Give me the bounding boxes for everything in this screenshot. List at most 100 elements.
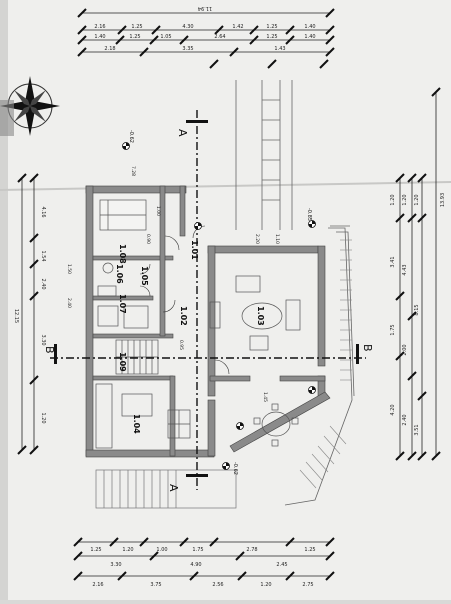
building-walls	[85, 185, 331, 458]
dims-left	[21, 178, 35, 450]
paper-shadow-left	[0, 0, 8, 600]
dim-left-r1-4: 1.20	[40, 412, 46, 423]
dim-right-c1-1: 3.41	[390, 256, 396, 267]
dim-bot-r1-1: 1.20	[122, 547, 133, 553]
section-marker-b-left: B	[43, 344, 57, 364]
dims-right-labels: 1.20 3.41 1.75 4.20 1.20 4.43 2.00 2.40 …	[390, 193, 446, 436]
dim-top-r3-1: 1.25	[129, 34, 140, 40]
dim-right-c4-0: 13.93	[440, 193, 446, 207]
dim-bot-r1-5: 1.25	[304, 547, 315, 553]
dim-bot-r3-1: 3.75	[150, 582, 161, 588]
dim-bot-r1-2: 1.00	[156, 547, 167, 553]
room-105-label: 1.05	[140, 266, 149, 286]
dim-bot-r1-0: 1.25	[90, 547, 101, 553]
dim-top-r2-5: 1.40	[304, 24, 315, 30]
elevation-bottom-label: -0.62	[232, 462, 238, 475]
section-marker-b-right: B	[356, 344, 374, 364]
room-107-label: 1.07	[118, 294, 127, 314]
dim-bot-r3-3: 1.20	[260, 582, 271, 588]
dim-top-overall: 11.94	[198, 5, 212, 11]
elevation-living	[308, 386, 316, 394]
misc-label-8: 1.45	[262, 392, 268, 402]
misc-label-3: 1.00	[155, 206, 161, 216]
room-101-label: 1.01	[190, 240, 199, 260]
misc-label-5: 2.20	[254, 234, 260, 244]
dim-left-r2-0: 12.15	[13, 309, 19, 323]
dim-right-c2-3: 2.40	[402, 414, 408, 425]
dim-top-r4-0: 2.18	[104, 46, 115, 52]
room-103-label: 1.03	[256, 306, 265, 326]
section-marker-a-top: A	[176, 120, 208, 137]
elevation-bottom: -0.62	[222, 462, 238, 475]
dims-bottom-ticks	[73, 537, 335, 581]
dim-right-c1-0: 1.20	[390, 194, 396, 205]
dim-top-r3-3: 2.64	[214, 34, 225, 40]
dim-bot-r3-0: 2.16	[92, 582, 103, 588]
dims-bottom	[78, 541, 330, 577]
entry-steps	[95, 469, 237, 509]
elevation-right-label: -0.85	[306, 208, 312, 221]
dims-top-labels: 11.94 2.16 1.25 4.30 1.42 1.25 1.40 1.40…	[94, 5, 315, 52]
dim-top-r4-1: 3.35	[182, 46, 193, 52]
dim-right-c3-1: 8.15	[414, 304, 420, 315]
dim-right-c2-0: 1.20	[402, 194, 408, 205]
dim-right-c3-0: 1.20	[414, 194, 420, 205]
dim-top-r3-2: 1.05	[160, 34, 171, 40]
bed	[99, 199, 147, 231]
dim-bot-r2-1: 4.90	[190, 562, 201, 568]
dim-bot-r2-2: 2.45	[276, 562, 287, 568]
dim-top-r2-0: 2.16	[94, 24, 105, 30]
dims-left-ticks	[17, 173, 39, 455]
dim-bot-r1-4: 2.78	[246, 547, 257, 553]
dim-top-r2-1: 1.25	[131, 24, 142, 30]
dim-bot-r2-0: 3.30	[110, 562, 121, 568]
dim-bot-r3-2: 2.56	[212, 582, 223, 588]
dim-top-r3-4: 1.25	[266, 34, 277, 40]
elevation-top: -0.62	[122, 130, 134, 150]
dim-left-r1-3: 3.30	[40, 334, 46, 345]
section-a-top-label: A	[176, 129, 189, 137]
room-109-label: 1.09	[118, 352, 127, 372]
dim-left-r1-2: 2.40	[40, 278, 46, 289]
stair-hatching-right	[340, 239, 352, 381]
dim-right-c2-1: 4.43	[402, 264, 408, 275]
misc-label-4: 0.90	[145, 234, 151, 244]
dim-top-r3-0: 1.40	[94, 34, 105, 40]
dim-right-c2-2: 2.00	[402, 344, 408, 355]
dim-top-r3-5: 1.40	[304, 34, 315, 40]
elevation-hall	[194, 222, 202, 230]
dim-right-c3-2: 3.51	[414, 424, 420, 435]
misc-label-6: 1.10	[274, 234, 280, 244]
misc-labels: 7.28 1.50 2.40 1.00 0.90 2.20 1.10 0.95 …	[66, 166, 280, 402]
dim-left-r1-0: 4.16	[40, 206, 46, 217]
dim-top-r4-2: 1.43	[274, 46, 285, 52]
section-a-bottom-label: A	[167, 484, 180, 492]
dining-set	[253, 403, 299, 447]
door-swings	[139, 225, 230, 375]
section-b-left-label: B	[43, 346, 56, 354]
room-108-label: 1.08	[118, 244, 127, 264]
living-furniture	[209, 275, 301, 351]
misc-label-7: 0.95	[178, 340, 184, 350]
compass-rose-icon	[0, 76, 60, 136]
dim-top-r2-4: 1.25	[266, 24, 277, 30]
section-marker-a-bottom: A	[167, 474, 208, 492]
misc-label-2: 2.40	[66, 298, 72, 308]
dim-bot-r3-4: 2.75	[302, 582, 313, 588]
terrace-outline	[235, 80, 355, 506]
elevation-top-label: -0.62	[128, 130, 134, 143]
dims-left-labels: 4.16 1.54 2.40 3.30 1.20 12.15	[13, 206, 46, 423]
ramp-hatching	[299, 425, 347, 489]
paper-fold	[0, 181, 451, 191]
room-106-label: 1.06	[115, 264, 124, 284]
dims-top-ticks	[77, 8, 335, 57]
section-b-right-label: B	[361, 344, 374, 352]
dim-right-c1-2: 1.75	[390, 324, 396, 335]
markers-top	[209, 59, 329, 69]
room-102-label: 1.02	[179, 306, 188, 326]
hatch-patch	[0, 100, 14, 136]
dim-left-r1-1: 1.54	[40, 250, 46, 261]
elevation-markers: -0.62 -0.85 -0.62	[122, 130, 316, 475]
room-labels: 1.08 1.07 1.06 1.05 1.02 1.01 1.03 1.09 …	[115, 240, 265, 434]
